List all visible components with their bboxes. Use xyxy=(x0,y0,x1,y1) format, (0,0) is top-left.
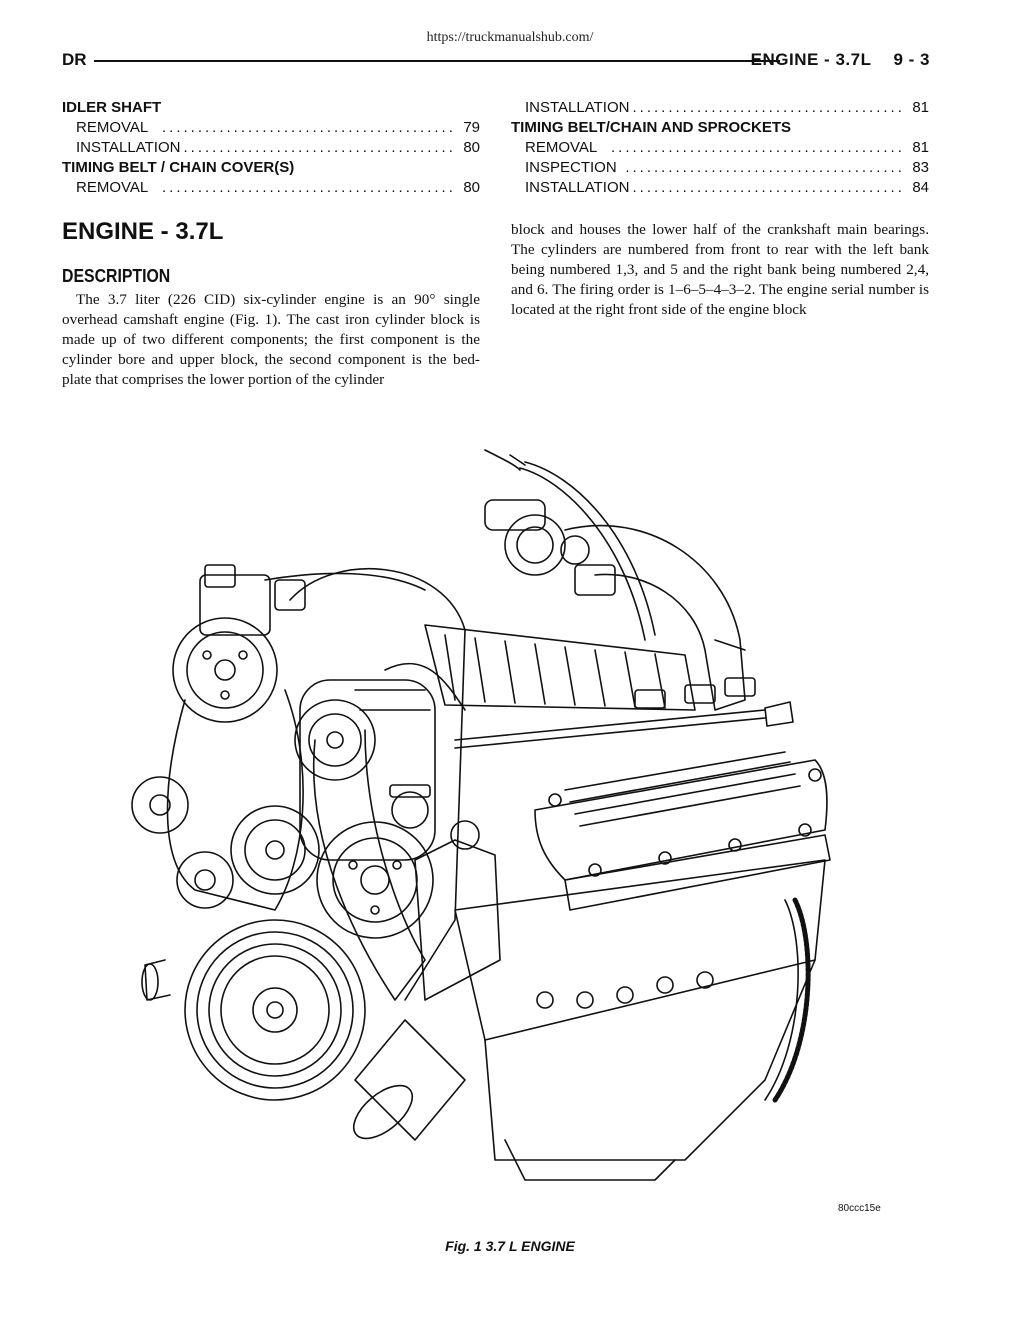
toc-section-heading: TIMING BELT/CHAIN AND SPROCKETS xyxy=(511,119,791,136)
toc-leader-dots: ........................................… xyxy=(162,139,456,156)
engine-illustration xyxy=(131,449,831,1181)
toc-entry-label: INSTALLATION xyxy=(76,139,185,156)
toc-entry-label: REMOVAL xyxy=(525,139,602,156)
toc-entry[interactable]: REMOVAL.................................… xyxy=(62,178,480,198)
header-right: ENGINE - 3.7L 9 - 3 xyxy=(751,50,930,70)
toc-section-heading: IDLER SHAFT xyxy=(62,99,162,116)
toc-right-column: INSTALLATION............................… xyxy=(511,98,929,198)
toc-leader-dots: ........................................… xyxy=(611,99,905,116)
header-page-number: 9 - 3 xyxy=(893,50,930,69)
toc-entry-page: 79 xyxy=(460,118,480,138)
header-section: ENGINE - 3.7L xyxy=(750,50,872,69)
toc-entry-label: REMOVAL xyxy=(76,119,153,136)
toc-entry-page: 80 xyxy=(460,138,480,158)
header-rule xyxy=(94,60,780,62)
toc-entry-label: INSPECTION xyxy=(525,159,621,176)
page-header: DR ENGINE - 3.7L 9 - 3 xyxy=(62,48,930,74)
toc-left-column: IDLER SHAFT REMOVAL......................… xyxy=(62,98,480,198)
toc-entry[interactable]: INSTALLATION............................… xyxy=(511,178,929,198)
toc-entry[interactable]: INSPECTION..............................… xyxy=(511,158,929,178)
toc-entry[interactable]: INSTALLATION............................… xyxy=(62,138,480,158)
figure-caption: Fig. 1 3.7 L ENGINE xyxy=(445,1238,575,1254)
toc-entry-page: 81 xyxy=(909,138,929,158)
toc-entry-page: 81 xyxy=(909,98,929,118)
figure-code: 80ccc15e xyxy=(838,1203,881,1214)
toc-entry-label: INSTALLATION xyxy=(525,179,634,196)
toc-leader-dots: ........................................… xyxy=(162,179,456,196)
toc-entry[interactable]: REMOVAL.................................… xyxy=(511,138,929,158)
toc-entry-label: REMOVAL xyxy=(76,179,153,196)
header-model: DR xyxy=(62,50,87,69)
toc-section-heading: TIMING BELT / CHAIN COVER(S) xyxy=(62,159,295,176)
toc-entry-page: 80 xyxy=(460,178,480,198)
toc-leader-dots: ........................................… xyxy=(611,139,905,156)
toc-entry-page: 84 xyxy=(909,178,929,198)
toc-entry[interactable]: REMOVAL.................................… xyxy=(62,118,480,138)
page-title: ENGINE - 3.7L xyxy=(62,218,224,245)
toc-leader-dots: ........................................… xyxy=(162,119,456,136)
section-heading: DESCRIPTION xyxy=(62,266,171,286)
body-text-left: The 3.7 liter (226 CID) six-cylinder eng… xyxy=(62,291,480,388)
source-url[interactable]: https://truckmanualshub.com/ xyxy=(426,30,594,45)
toc-entry[interactable]: INSTALLATION............................… xyxy=(511,98,929,118)
toc-entry-page: 83 xyxy=(909,158,929,178)
toc-leader-dots: ........................................… xyxy=(611,159,905,176)
body-text-right: block and houses the lower half of the c… xyxy=(511,221,929,318)
toc-leader-dots: ........................................… xyxy=(611,179,905,196)
toc-entry-label: INSTALLATION xyxy=(525,99,634,116)
